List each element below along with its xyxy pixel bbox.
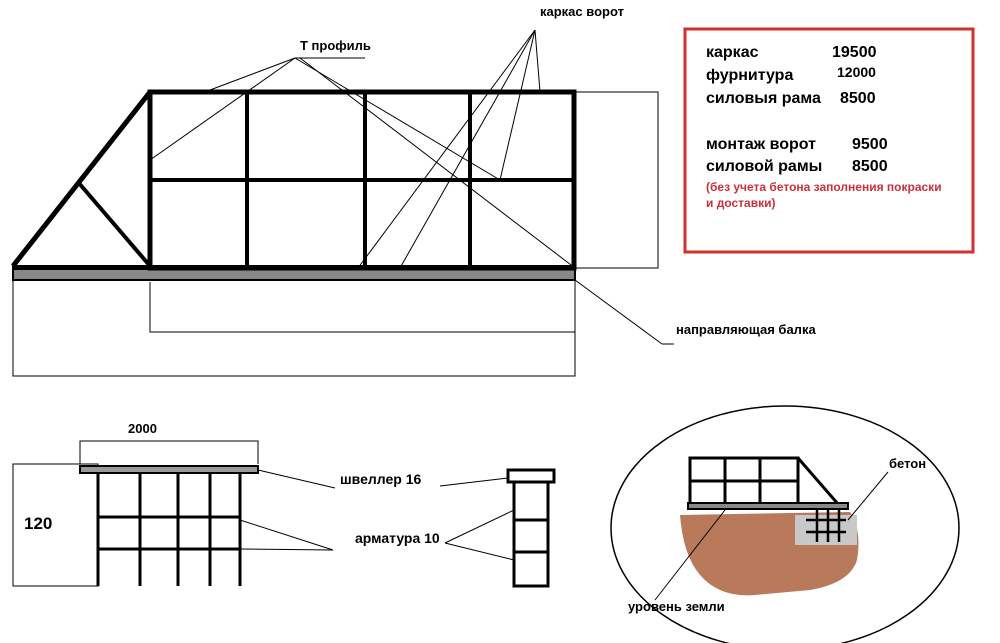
price-box: каркас 19500 фурнитура 12000 силовыя рам…	[683, 27, 975, 254]
label-concrete: бетон	[889, 456, 926, 471]
detail-leaders	[654, 471, 889, 601]
label-frame-gate: каркас ворот	[540, 4, 624, 19]
price-row-name: каркас	[706, 44, 759, 61]
detail-pile	[806, 509, 846, 542]
price-row-value: 8500	[852, 158, 888, 175]
tail-brace	[76, 180, 152, 268]
rebar-cage	[96, 473, 242, 586]
detail-view: бетон уровень земли	[610, 405, 960, 643]
right-opening-outline	[575, 91, 659, 269]
detail-gate	[688, 456, 840, 506]
price-row-name: фурнитура	[706, 67, 793, 84]
price-row-value: 19500	[832, 44, 877, 61]
label-height-120: 120	[24, 514, 52, 533]
foundation-side: швеллер 16 арматура 10	[239, 468, 556, 588]
side-cap	[506, 468, 556, 484]
price-row-name: силовой рамы	[706, 158, 822, 175]
label-guide-beam: направляющая балка	[676, 322, 816, 337]
price-row-value: 9500	[852, 136, 888, 153]
gate-elevation: Т профиль каркас ворот направляющая балк…	[11, 4, 816, 377]
price-row-name: силовыя рама	[706, 90, 821, 107]
price-row-value: 12000	[837, 64, 876, 80]
label-channel: швеллер 16	[340, 471, 421, 487]
price-row-name: монтаж ворот	[706, 136, 816, 153]
width-dimension-outline	[79, 440, 259, 464]
detail-circle	[610, 405, 960, 643]
foundation-front: 2000 120	[12, 421, 259, 587]
price-note-line2: и доставки)	[706, 196, 775, 210]
beam-extension-outline	[149, 282, 575, 333]
side-leaders	[239, 469, 515, 561]
detail-beam	[687, 502, 849, 510]
opening-outline	[12, 279, 576, 377]
side-body	[512, 480, 550, 588]
label-t-profile: Т профиль	[300, 38, 371, 53]
price-row-value: 8500	[840, 90, 876, 107]
label-width-2000: 2000	[128, 421, 157, 436]
tail-diagonal	[11, 90, 152, 268]
leader-lines	[149, 29, 674, 345]
price-box-border	[683, 27, 975, 254]
label-ground-level: уровень земли	[628, 599, 725, 614]
price-note-line1: (без учета бетона заполнения покраски	[706, 180, 942, 194]
label-rebar: арматура 10	[355, 530, 440, 546]
channel-top	[79, 465, 259, 474]
